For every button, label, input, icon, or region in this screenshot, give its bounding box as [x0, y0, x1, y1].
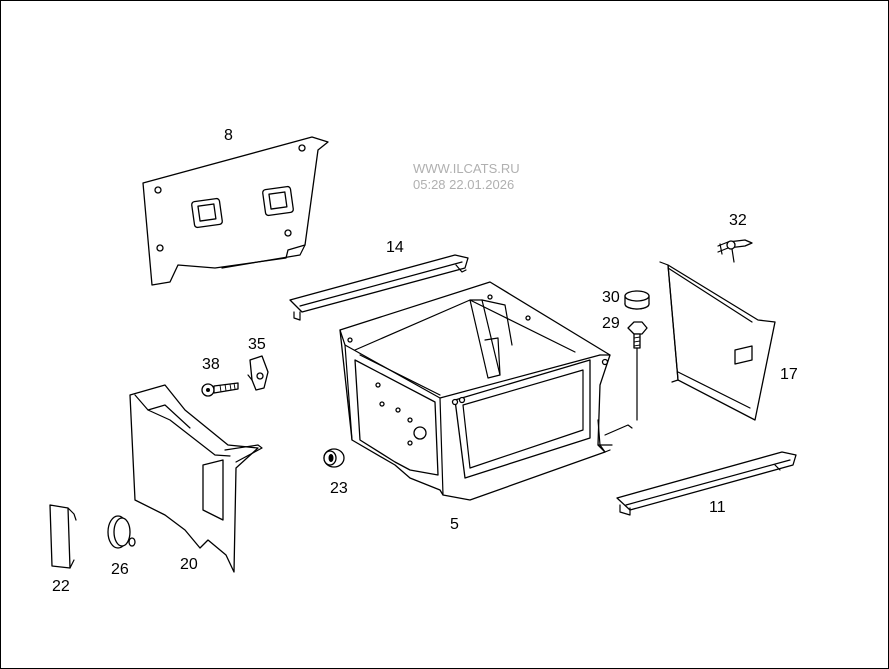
- callout-22[interactable]: 22: [52, 578, 70, 595]
- callout-20[interactable]: 20: [180, 556, 198, 573]
- part-14-upper-rail[interactable]: [289, 254, 469, 321]
- part-22-small-cover[interactable]: [49, 504, 77, 569]
- watermark-site: WWW.ILCATS.RU: [413, 161, 520, 176]
- part-32-push-clip[interactable]: [717, 239, 753, 263]
- part-5-main-frame[interactable]: [339, 281, 633, 501]
- callout-38[interactable]: 38: [202, 356, 220, 373]
- callout-23[interactable]: 23: [330, 480, 348, 497]
- callout-5[interactable]: 5: [450, 516, 459, 533]
- watermark-timestamp: 05:28 22.01.2026: [413, 177, 515, 192]
- callout-29[interactable]: 29: [602, 315, 620, 332]
- part-38-screw[interactable]: [201, 382, 239, 397]
- callout-11[interactable]: 11: [709, 499, 726, 516]
- part-23-grommet[interactable]: [323, 448, 345, 468]
- callout-32[interactable]: 32: [729, 212, 747, 229]
- part-20-lower-panel[interactable]: [129, 384, 263, 573]
- callout-35[interactable]: 35: [248, 336, 266, 353]
- part-30-cap[interactable]: [624, 290, 650, 310]
- part-35-nut-clip[interactable]: [247, 355, 269, 391]
- part-26-round-plug[interactable]: [107, 515, 136, 549]
- watermark: WWW.ILCATS.RU 05:28 22.01.2026: [413, 161, 520, 193]
- callout-30[interactable]: 30: [602, 289, 620, 306]
- callout-14[interactable]: 14: [386, 239, 404, 256]
- callout-26[interactable]: 26: [111, 561, 129, 578]
- part-29-bolt[interactable]: [627, 321, 648, 421]
- callout-8[interactable]: 8: [224, 127, 233, 144]
- callout-17[interactable]: 17: [780, 366, 798, 383]
- part-17-right-panel[interactable]: [659, 261, 776, 421]
- part-8-upper-panel[interactable]: [142, 136, 329, 286]
- part-11-lower-rail[interactable]: [616, 451, 797, 516]
